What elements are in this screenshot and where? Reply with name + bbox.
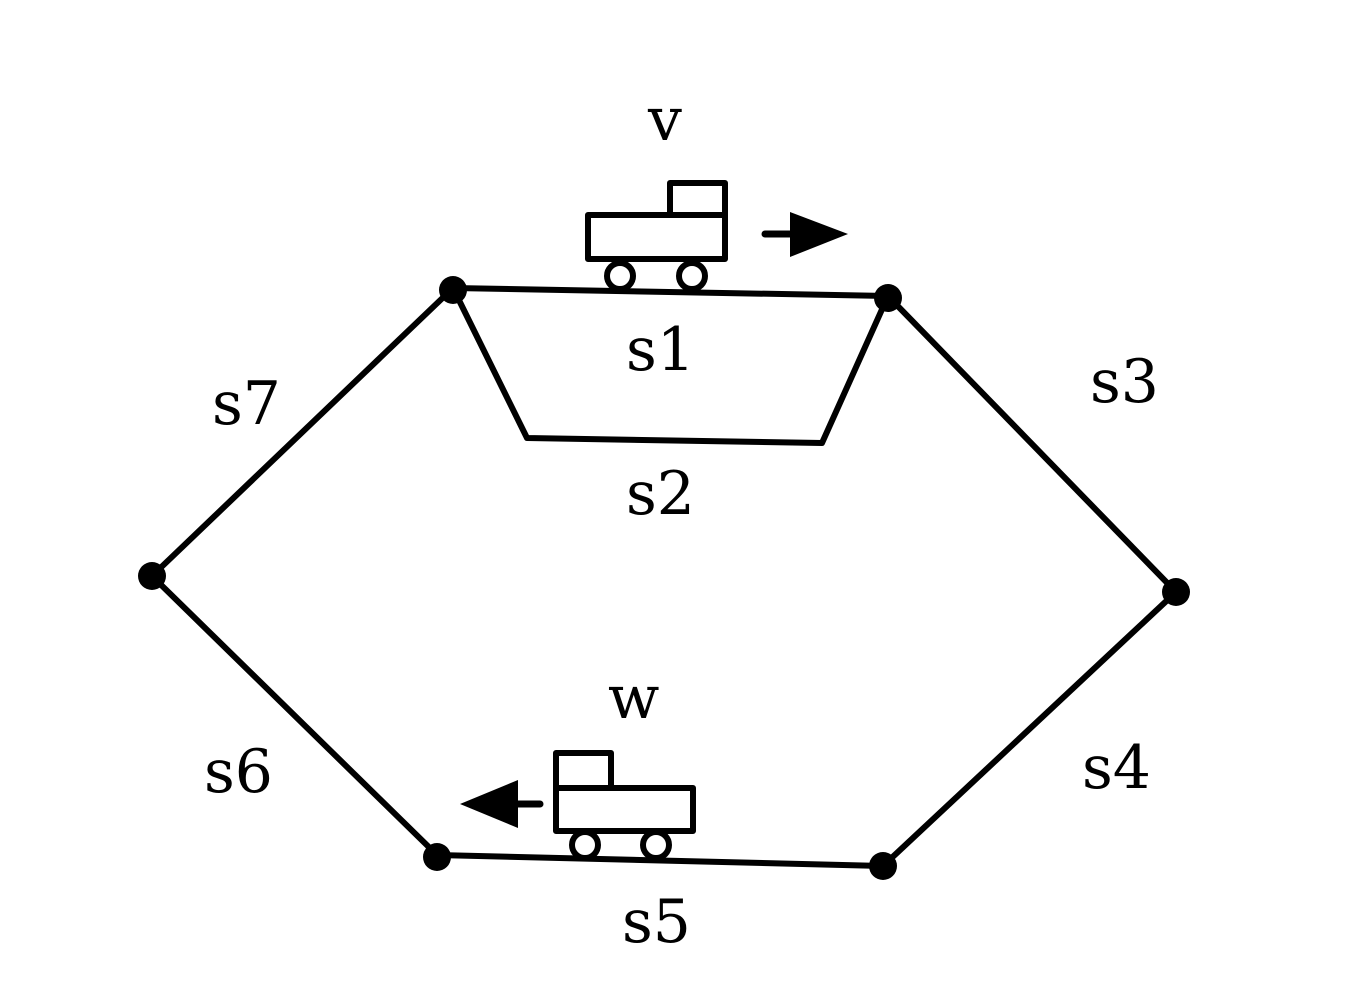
train-label-v: v [647,85,682,155]
train-label-w: w [608,663,659,733]
segment-label-s7: s7 [212,369,281,439]
train-cab [667,180,728,218]
junction-node [439,276,467,304]
segment-label-s5: s5 [622,887,691,957]
segment-s4 [880,589,1179,869]
train-cab [553,750,614,791]
junction-node [1162,578,1190,606]
segment-label-s4: s4 [1082,733,1151,803]
segment-label-s1: s1 [626,315,695,385]
train-wheel [676,260,708,292]
segment-label-s2: s2 [626,459,695,529]
segment-s5 [434,852,886,869]
arrow-right-icon [761,212,848,257]
segment-s2 [450,285,891,446]
segment-s1 [450,285,891,299]
segment-s6 [149,573,440,858]
train-body [585,212,728,262]
junction-node [869,852,897,880]
segment-label-s3: s3 [1090,347,1159,417]
segment-label-s6: s6 [204,737,273,807]
train-wheel [640,829,672,861]
segment-s7 [149,285,456,579]
junction-node [874,284,902,312]
train-v: v [585,85,848,292]
train-body [553,785,696,834]
junction-node [138,562,166,590]
train-wheel [569,829,601,861]
train-w: w [460,663,696,861]
segment-s3 [885,293,1179,595]
junction-node [423,843,451,871]
train-wheel [604,260,636,292]
arrow-left-icon [460,780,544,828]
